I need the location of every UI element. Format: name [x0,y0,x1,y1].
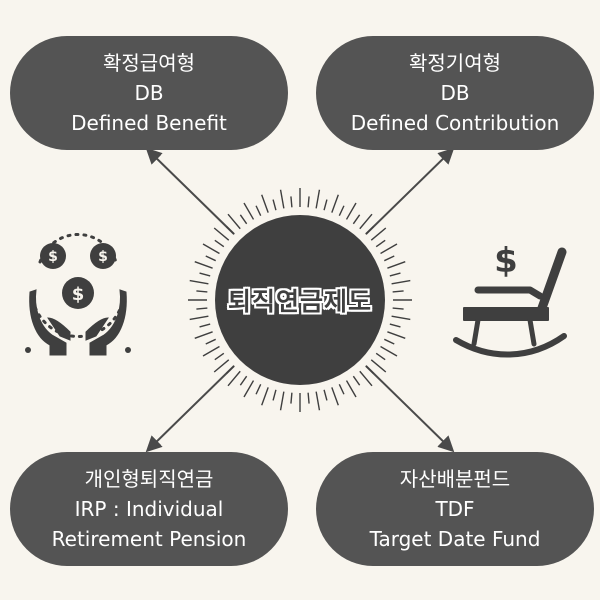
svg-text:$: $ [98,249,108,265]
sunburst-ray [392,290,404,293]
sunburst-ray [213,227,230,241]
sunburst-ray [383,338,395,345]
sunburst-rays [188,188,412,412]
sunburst-ray [365,225,375,235]
sunburst-ray [225,225,235,235]
sunburst-ray [290,392,293,404]
sunburst-ray [375,239,386,248]
sunburst-ray [196,290,208,293]
sunburst-ray [255,383,262,395]
sunburst-ray [352,375,361,386]
sunburst-ray [279,391,285,411]
sunburst-ray [194,331,213,339]
sunburst-ray [389,323,401,328]
node-abbreviation: IRP : Individual [74,497,224,521]
sunburst-ray [290,196,293,208]
sunburst-ray [370,359,387,373]
sunburst-ray [272,199,277,211]
sunburst-ray [352,214,361,225]
sunburst-ray [261,194,269,213]
hands-with-coins-icon: $ $ $ [25,232,131,356]
node-individual-retirement-pension: 개인형퇴직연금 IRP : Individual Retirement Pens… [10,452,288,566]
center-title: 퇴직연금제도 [227,287,372,316]
sunburst-ray [370,227,387,241]
arrow-to-top-right [365,147,455,235]
sunburst-ray [323,389,328,401]
node-title: 확정기여형 [409,51,501,75]
sunburst-ray [199,272,211,277]
sunburst-ray [391,279,411,285]
sunburst-ray [243,202,255,220]
sunburst-ray [383,255,395,262]
sunburst-ray [279,189,285,209]
node-abbreviation: DB [440,81,470,105]
sunburst-ray [205,255,217,262]
node-defined-benefit: 확정급여형 DB Defined Benefit [10,36,288,150]
svg-text:$: $ [48,249,58,265]
sunburst-ray [380,243,398,255]
sunburst-ray [338,205,345,217]
center-circle [215,215,385,385]
node-title: 개인형퇴직연금 [84,467,214,491]
node-abbreviation: DB [134,81,164,105]
sunburst-ray [380,345,398,357]
sunburst-ray [194,261,213,269]
sunburst-ray [338,383,345,395]
arrow-to-bottom-left [145,365,235,453]
node-english-name: Target Date Fund [369,527,541,551]
sunburst-ray [261,387,269,406]
sunburst-ray [375,352,386,361]
svg-text:$: $ [494,241,518,281]
sunburst-ray [227,213,241,230]
node-english-name: Retirement Pension [51,527,247,551]
sunburst-ray [315,189,321,209]
sunburst-ray [205,338,217,345]
svg-text:$: $ [72,284,85,305]
sunburst-ray [255,205,262,217]
node-title: 자산배분펀드 [399,467,511,491]
node-abbreviation: TDF [435,497,475,521]
sunburst-ray [307,196,310,208]
sunburst-ray [239,375,248,386]
sunburst-ray [243,380,255,398]
sunburst-ray [345,380,357,398]
sunburst-ray [272,389,277,401]
sunburst-ray [225,365,235,375]
sunburst-ray [359,213,373,230]
sunburst-ray [213,359,230,373]
arrow-to-bottom-right [365,365,455,453]
sunburst-ray [331,194,339,213]
sunburst-ray [199,323,211,328]
sunburst-ray [239,214,248,225]
sunburst-ray [389,272,401,277]
node-defined-contribution: 확정기여형 DB Defined Contribution [316,36,594,150]
node-english-name: Defined Benefit [71,111,227,135]
sunburst-ray [202,243,220,255]
sunburst-ray [307,392,310,404]
sunburst-ray [202,345,220,357]
sunburst-ray [391,315,411,321]
rocking-chair-icon: $ [453,241,567,358]
sunburst-ray [227,370,241,387]
sunburst-ray [189,279,209,285]
sunburst-ray [189,315,209,321]
sunburst-ray [365,365,375,375]
sunburst-ray [387,261,406,269]
sunburst-ray [387,331,406,339]
sunburst-ray [345,202,357,220]
node-title: 확정급여형 [103,51,195,75]
sunburst-ray [214,239,225,248]
node-target-date-fund: 자산배분펀드 TDF Target Date Fund [316,452,594,566]
sunburst-ray [331,387,339,406]
sunburst-ray [323,199,328,211]
sunburst-ray [196,307,208,310]
node-english-name: Defined Contribution [350,111,560,135]
sunburst-ray [359,370,373,387]
arrow-to-top-left [145,147,235,235]
sunburst-ray [214,352,225,361]
sunburst-ray [315,391,321,411]
sunburst-ray [392,307,404,310]
arrows [145,147,455,453]
